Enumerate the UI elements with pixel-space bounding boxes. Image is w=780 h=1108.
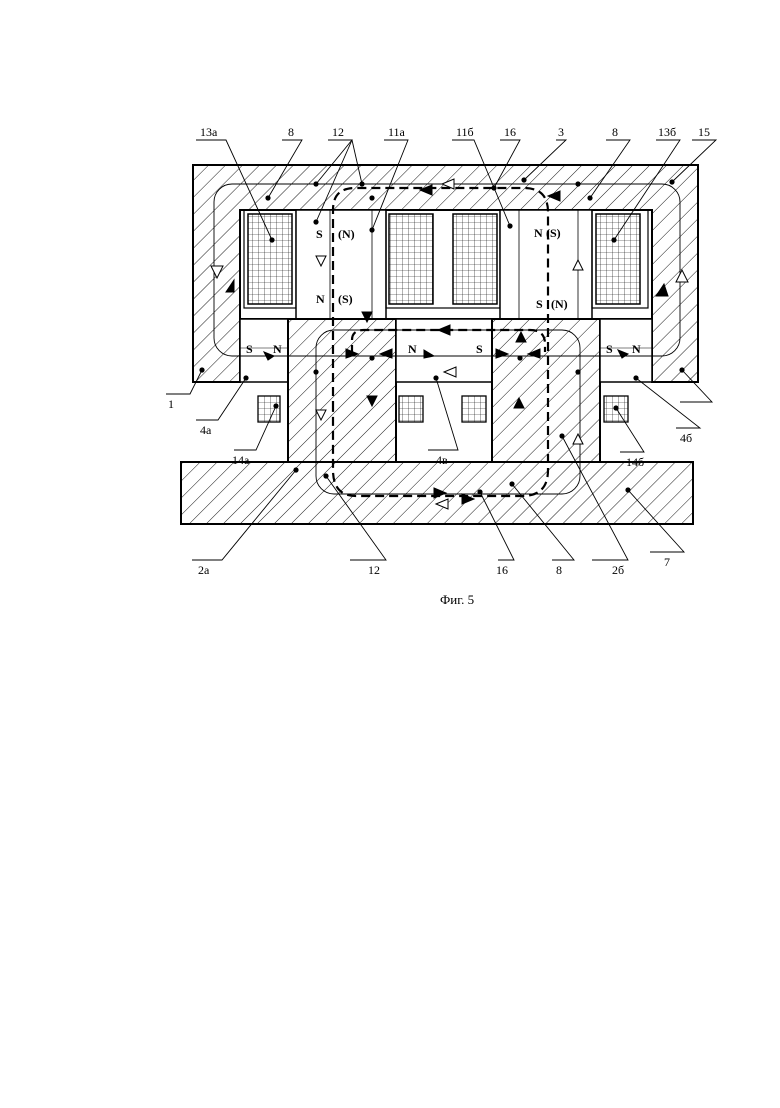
label-2a: 2а xyxy=(198,563,210,577)
pole-2a xyxy=(288,319,396,462)
coil-14a xyxy=(258,396,280,422)
label-1: 1 xyxy=(168,397,174,411)
label-13b: 13б xyxy=(658,125,676,139)
coil-13a xyxy=(248,214,292,304)
pole-s-11b: S xyxy=(536,297,543,311)
label-15: 15 xyxy=(698,125,710,139)
label-13a: 13а xyxy=(200,125,218,139)
label-4b: 4б xyxy=(680,431,692,445)
pole-n-11a: N xyxy=(316,292,325,306)
pole-n-paren-11a: (N) xyxy=(338,227,355,241)
pole-s-4b: S xyxy=(606,342,613,356)
coil-middle-left xyxy=(389,214,433,304)
label-14b: 14б xyxy=(626,455,644,469)
label-4a: 4а xyxy=(200,423,212,437)
pole-s-paren-11a: (S) xyxy=(338,292,353,306)
pole-n-4a: N xyxy=(273,342,282,356)
label-8-top-right: 8 xyxy=(612,125,618,139)
label-12-top: 12 xyxy=(332,125,344,139)
pole-2b xyxy=(492,319,600,462)
figure-caption: Фиг. 5 xyxy=(440,592,474,607)
pole-n-4v: N xyxy=(408,342,417,356)
coil-lower-left xyxy=(399,396,423,422)
pole-n-4b: N xyxy=(632,342,641,356)
middle-assembly xyxy=(240,319,652,462)
label-16-bottom: 16 xyxy=(496,563,508,577)
pole-n-11b: N xyxy=(534,226,543,240)
label-12-bottom: 12 xyxy=(368,563,380,577)
pole-s-4v: S xyxy=(476,342,483,356)
coil-13b xyxy=(596,214,640,304)
label-14a: 14а xyxy=(232,453,250,467)
label-2b: 2б xyxy=(612,563,624,577)
pole-s-11a: S xyxy=(316,227,323,241)
coil-lower-right xyxy=(462,396,486,422)
label-8-bottom: 8 xyxy=(556,563,562,577)
pole-s-4a: S xyxy=(246,342,253,356)
label-8-top-left: 8 xyxy=(288,125,294,139)
pole-s-paren-11b: (S) xyxy=(546,226,561,240)
label-3: 3 xyxy=(558,125,564,139)
label-11a: 11а xyxy=(388,125,406,139)
label-16-top: 16 xyxy=(504,125,516,139)
pole-n-paren-11b: (N) xyxy=(551,297,568,311)
label-4v: 4в xyxy=(436,453,448,467)
coil-middle-right xyxy=(453,214,497,304)
label-11b: 11б xyxy=(456,125,474,139)
label-7: 7 xyxy=(664,555,670,569)
